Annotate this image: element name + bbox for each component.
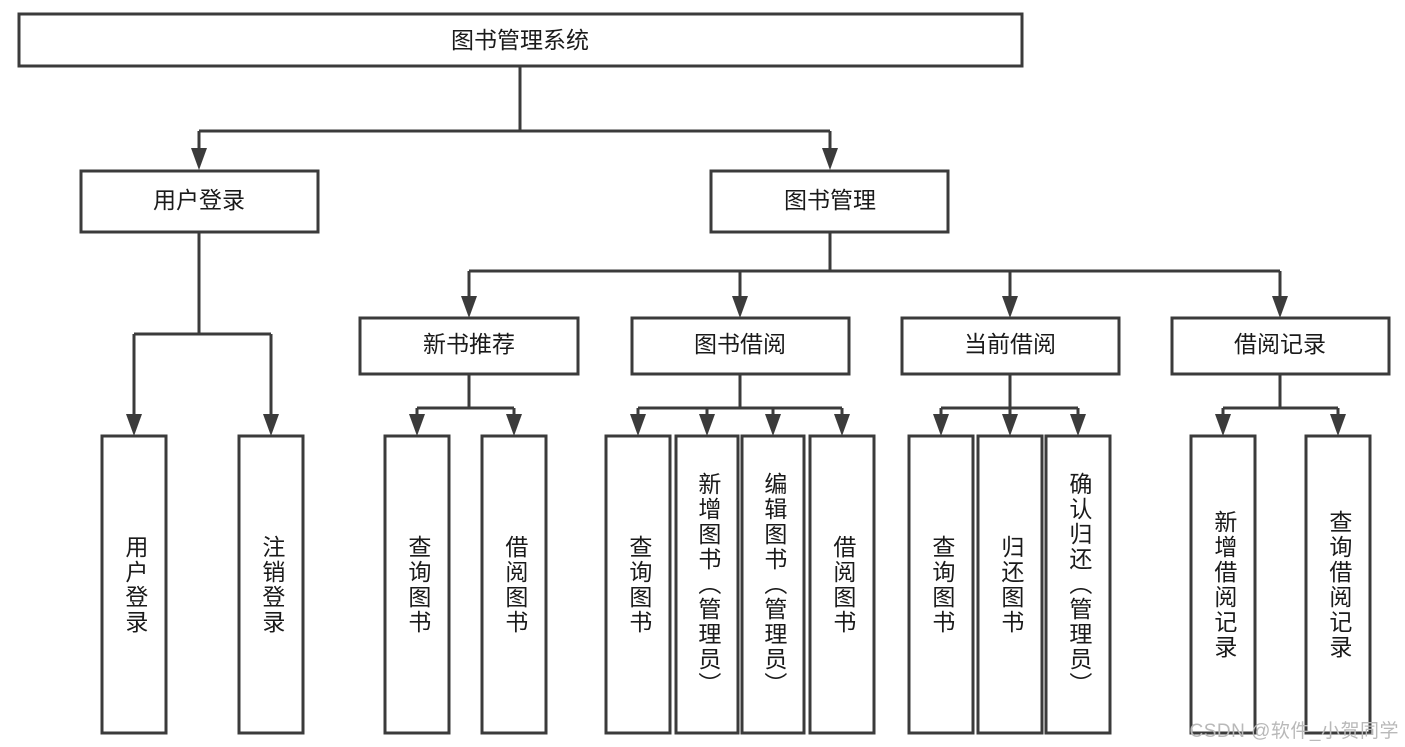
arrow-head-icon (461, 296, 477, 318)
node-leaf-edit-book[interactable]: 编辑图书（管理员） (742, 436, 804, 733)
node-leaf-query-book-3-box[interactable] (907, 434, 975, 735)
arrow-head-icon (699, 414, 715, 436)
node-user-login[interactable]: 用户登录 (79, 169, 320, 234)
arrow-head-icon (1070, 414, 1086, 436)
connector-new-book-recommend-to-leaves (409, 374, 522, 436)
connector-book-management-to-level3 (461, 232, 1288, 318)
node-leaf-query-book-2-label: 查询图书 (625, 534, 652, 635)
node-new-book-recommend-box[interactable] (358, 316, 580, 376)
node-leaf-query-book-1-label: 查询图书 (404, 534, 431, 635)
node-leaf-borrow-book-1-box[interactable] (480, 434, 548, 735)
node-leaf-add-record[interactable]: 新增借阅记录 (1191, 436, 1255, 733)
node-leaf-add-book-label: 新增图书（管理员） (694, 472, 721, 697)
level4-boxes (100, 434, 1372, 735)
node-book-management[interactable]: 图书管理 (709, 169, 950, 234)
node-borrow-record[interactable]: 借阅记录 (1170, 316, 1391, 376)
node-leaf-add-record-box[interactable] (1189, 434, 1257, 735)
connector-borrow-record-to-leaves (1215, 374, 1346, 436)
node-current-borrow-box[interactable] (900, 316, 1121, 376)
arrow-head-icon (834, 414, 850, 436)
node-leaf-borrow-book-1[interactable]: 借阅图书 (482, 436, 546, 733)
node-root[interactable]: 图书管理系统 (17, 12, 1024, 68)
arrow-head-icon (822, 148, 838, 170)
node-leaf-edit-book-label: 编辑图书（管理员） (760, 472, 787, 697)
node-current-borrow[interactable]: 当前借阅 (900, 316, 1121, 376)
node-leaf-query-book-3[interactable]: 查询图书 (909, 436, 973, 733)
connector-book-borrow-to-leaves (630, 374, 850, 436)
arrow-head-icon (409, 414, 425, 436)
node-leaf-query-record-label: 查询借阅记录 (1325, 509, 1352, 660)
node-leaf-query-book-2-box[interactable] (604, 434, 672, 735)
connector-current-borrow-to-leaves (933, 374, 1086, 436)
csdn-watermark: CSDN @软件_小贺同学 (1189, 721, 1399, 742)
node-leaf-query-book-1-box[interactable] (383, 434, 451, 735)
arrow-head-icon (732, 296, 748, 318)
node-new-book-recommend-label: 新书推荐 (423, 331, 515, 357)
node-book-borrow-label: 图书借阅 (694, 331, 786, 357)
node-leaf-query-record[interactable]: 查询借阅记录 (1306, 436, 1370, 733)
arrow-head-icon (506, 414, 522, 436)
node-root-label: 图书管理系统 (451, 27, 589, 53)
connector-user-login-to-leaves (126, 232, 279, 436)
node-leaf-add-book[interactable]: 新增图书（管理员） (676, 436, 738, 733)
arrow-head-icon (263, 414, 279, 436)
node-leaf-edit-book-box[interactable] (740, 434, 806, 735)
node-book-borrow[interactable]: 图书借阅 (630, 316, 851, 376)
node-current-borrow-label: 当前借阅 (964, 331, 1056, 357)
node-leaf-add-record-label: 新增借阅记录 (1210, 509, 1237, 660)
node-borrow-record-label: 借阅记录 (1234, 331, 1326, 357)
arrow-head-icon (126, 414, 142, 436)
node-root-box[interactable] (17, 12, 1024, 68)
node-leaf-return-book-box[interactable] (976, 434, 1044, 735)
node-leaf-query-book-2[interactable]: 查询图书 (606, 436, 670, 733)
node-leaf-borrow-book-2[interactable]: 借阅图书 (810, 436, 874, 733)
node-leaf-query-book-1[interactable]: 查询图书 (385, 436, 449, 733)
node-leaf-user-login-label: 用户登录 (121, 534, 148, 635)
node-leaf-confirm-return[interactable]: 确认归还（管理员） (1046, 436, 1110, 733)
node-leaf-user-login-box[interactable] (100, 434, 168, 735)
node-leaf-confirm-return-label: 确认归还（管理员） (1065, 472, 1092, 697)
arrow-head-icon (1272, 296, 1288, 318)
arrow-head-icon (630, 414, 646, 436)
node-leaf-borrow-book-2-label: 借阅图书 (829, 534, 856, 635)
node-book-borrow-box[interactable] (630, 316, 851, 376)
arrow-head-icon (933, 414, 949, 436)
node-leaf-query-record-box[interactable] (1304, 434, 1372, 735)
node-leaf-return-book[interactable]: 归还图书 (978, 436, 1042, 733)
node-leaf-logout[interactable]: 注销登录 (239, 436, 303, 733)
node-leaf-borrow-book-2-box[interactable] (808, 434, 876, 735)
node-leaf-add-book-box[interactable] (674, 434, 740, 735)
node-leaf-query-book-3-label: 查询图书 (928, 534, 955, 635)
node-leaf-borrow-book-1-label: 借阅图书 (501, 534, 528, 635)
node-leaf-return-book-label: 归还图书 (997, 534, 1024, 635)
arrow-head-icon (1330, 414, 1346, 436)
connector-root-to-level2 (191, 66, 838, 170)
arrow-head-icon (1002, 296, 1018, 318)
node-leaf-logout-box[interactable] (237, 434, 305, 735)
node-leaf-user-login[interactable]: 用户登录 (102, 436, 166, 733)
arrow-head-icon (191, 148, 207, 170)
arrow-head-icon (765, 414, 781, 436)
arrow-head-icon (1215, 414, 1231, 436)
node-new-book-recommend[interactable]: 新书推荐 (358, 316, 580, 376)
node-leaf-confirm-return-box[interactable] (1044, 434, 1112, 735)
node-book-management-label: 图书管理 (784, 187, 876, 213)
arrow-head-icon (1002, 414, 1018, 436)
node-user-login-label: 用户登录 (153, 187, 245, 213)
node-leaf-logout-label: 注销登录 (258, 534, 285, 635)
